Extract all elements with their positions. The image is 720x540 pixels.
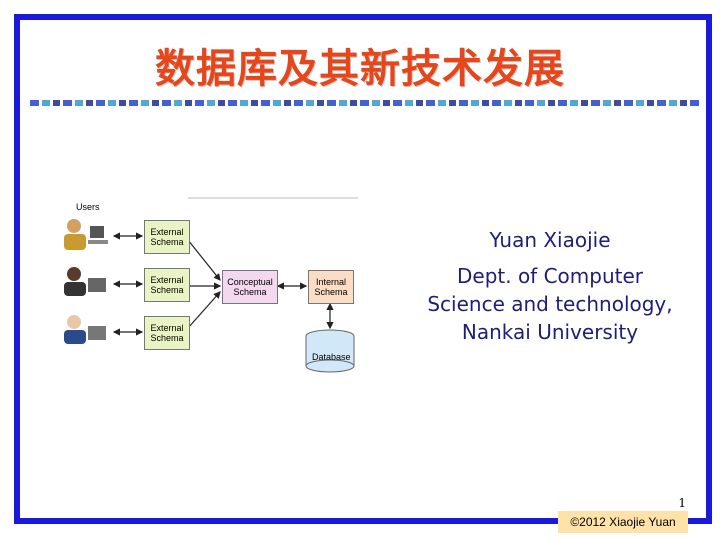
title-divider [30,100,700,106]
conceptual-schema-box: Conceptual Schema [222,270,278,304]
user-figure-1 [64,219,108,250]
slide-frame [14,14,712,524]
author-dept-line-3: Nankai University [461,320,639,344]
database-cylinder [305,329,355,373]
author-dept-line-1: Dept. of Computer [456,264,643,288]
slide-number: 1 [678,496,686,510]
author-block: Yuan Xiaojie Dept. of Computer Science a… [400,226,700,346]
author-name: Yuan Xiaojie [489,228,611,252]
slide-title: 数据库及其新技术发展 [155,45,565,92]
external-schema-box-2: External Schema [144,268,190,302]
database-label: Database [312,352,351,362]
footer-copyright: ©2012 Xiaojie Yuan [558,511,688,533]
diagram-connectors [64,197,358,373]
external-schema-box-3: External Schema [144,316,190,350]
schema-diagram: Users External Schema External Schema Ex… [58,196,358,380]
author-dept-line-2: Science and technology, [427,292,673,316]
users-label: Users [76,202,100,212]
internal-schema-box: Internal Schema [308,270,354,304]
user-figure-2 [64,267,106,296]
user-figure-3 [64,315,106,344]
external-schema-box-1: External Schema [144,220,190,254]
